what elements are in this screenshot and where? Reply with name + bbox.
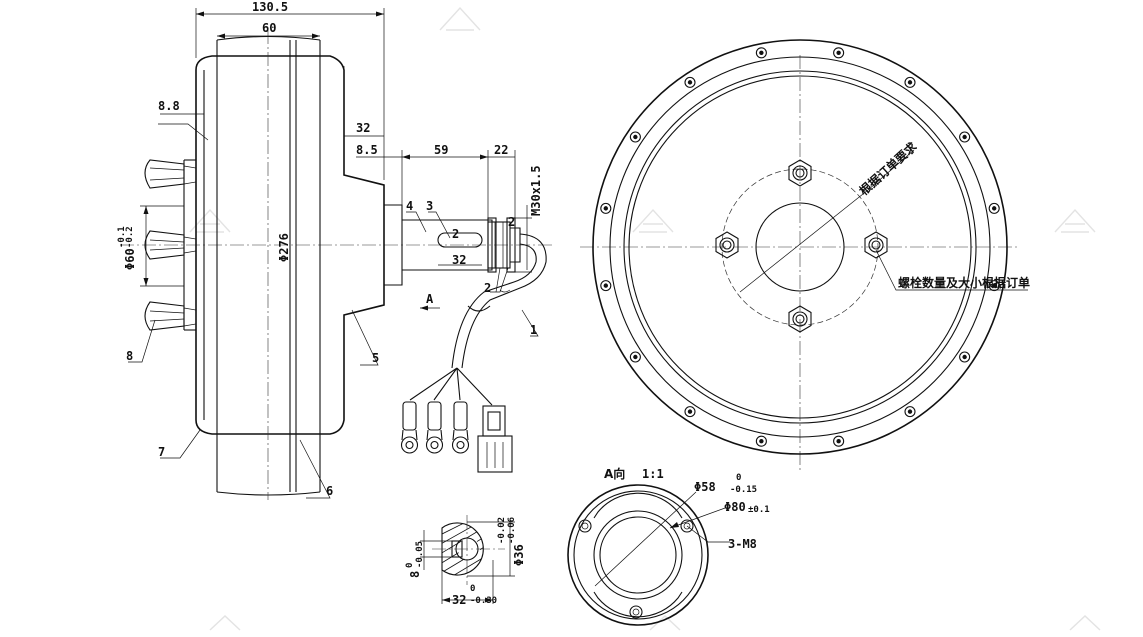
rim-bolt-icon	[684, 76, 696, 88]
rim-bolt-circle	[600, 47, 1000, 447]
dim-flange-tol-upper: -0.1	[117, 226, 127, 248]
rim-bolt-icon	[755, 435, 767, 447]
dim-shoulder: 32	[356, 121, 370, 135]
view-a-bore-tol-upper: 0	[736, 473, 741, 483]
view-a-title: A向	[604, 466, 625, 481]
ring-terminal-1	[400, 401, 419, 454]
flange-nut-bottom	[144, 301, 197, 331]
hex-nut-right	[864, 231, 888, 259]
rim-bolt-center	[687, 80, 693, 85]
section-key-tol-upper: 0	[405, 563, 415, 568]
rim-bolt-icon	[959, 131, 971, 143]
flange-nut-top	[144, 159, 197, 189]
view-a-bore-tol-lower: -0.15	[730, 485, 757, 495]
rim-bolt-icon	[904, 76, 916, 88]
view-a-bore: Φ58	[694, 480, 716, 494]
view-a-holes: 3-M8	[728, 537, 757, 551]
rim-bolt-center	[836, 50, 841, 56]
front-view: 根据订单要求 螺栓数量及大小根据订单	[580, 39, 1030, 470]
rim-bolt-icon	[833, 47, 845, 59]
dim-thread-length: 22	[494, 143, 508, 157]
hall-connector-icon	[477, 405, 513, 473]
rim-bolt-center	[991, 283, 997, 288]
hex-nut-bottom	[788, 305, 812, 333]
rim-bolt-icon	[988, 202, 1000, 214]
rim-bolt-icon	[904, 406, 916, 418]
rim-bolt-center	[759, 438, 764, 444]
view-a-pcd-tol: ±0.1	[748, 505, 770, 515]
side-view: 130.5 60 8.8 32 8.5 59 22 M30x1.5 Φ276 Φ…	[117, 0, 555, 500]
ring-terminal-3	[451, 401, 470, 454]
rim-bolt-center	[907, 80, 913, 85]
rim-bolt-center	[962, 134, 967, 140]
rim-bolt-icon	[755, 47, 767, 59]
rim-bolt-center	[991, 206, 997, 211]
rim-bolt-icon	[629, 351, 641, 363]
section-key-width: 8	[408, 571, 422, 578]
dim-hub-diameter: Φ276	[277, 233, 291, 262]
dim-key-part: 2	[452, 227, 459, 241]
dimension-lines	[128, 8, 539, 499]
part-number-7: 7	[158, 445, 165, 459]
dim-key-length: 32	[452, 253, 466, 267]
note-bolt-spec: 螺栓数量及大小根据订单	[898, 275, 1030, 290]
section-shaft-dia: Φ36	[512, 544, 526, 566]
part-number-2-upper: 2	[508, 215, 515, 229]
rim-bolt-center	[759, 50, 764, 56]
rim-bolt-icon	[629, 131, 641, 143]
rim-bolt-icon	[684, 406, 696, 418]
rim-bolt-center	[633, 134, 638, 140]
dimension-arrows	[143, 11, 488, 311]
section-shaft-tol-upper: -0.02	[497, 517, 507, 544]
dim-step: 8.5	[356, 143, 378, 157]
rim-bolt-center	[603, 206, 609, 211]
section-shaft-tol-lower: -0.06	[507, 517, 517, 544]
part-number-6: 6	[326, 484, 333, 498]
shaft-section-view: 32 0 -0.30 Φ36 -0.02 -0.06 8 0 -0.05	[405, 515, 526, 607]
rim-bolt-icon	[988, 280, 1000, 292]
hex-nut-left	[715, 231, 739, 259]
note-per-order: 根据订单要求	[856, 138, 920, 198]
watermark-logo-icon	[189, 6, 1101, 631]
rim-bolt-center	[907, 409, 913, 414]
view-a-scale: 1:1	[642, 467, 664, 481]
part-number-3: 3	[426, 199, 433, 213]
dim-shaft-length: 59	[434, 143, 448, 157]
view-a-marker: A	[426, 292, 434, 306]
rim-bolt-center	[633, 354, 638, 360]
part-number-1: 1	[530, 323, 537, 337]
part-number-5: 5	[372, 351, 379, 365]
rim-bolt-center	[603, 283, 609, 288]
dim-thread-spec: M30x1.5	[529, 165, 543, 216]
section-key-tol-lower: -0.05	[415, 541, 425, 568]
part-number-2-lower: 2	[484, 281, 491, 295]
part-number-8: 8	[126, 349, 133, 363]
rim-bolt-icon	[600, 280, 612, 292]
rim-bolt-icon	[833, 435, 845, 447]
ring-terminal-2	[425, 401, 444, 454]
dim-flange-diameter: Φ60	[123, 248, 137, 270]
dim-overall-width: 130.5	[252, 0, 288, 14]
section-af-tol-lower: -0.30	[470, 596, 497, 606]
rim-bolt-center	[687, 409, 693, 414]
view-a-detail: A向 1:1 Φ58 0 -0.15 Φ80 ±0.1 3-M8	[567, 466, 770, 626]
view-a-pcd: Φ80	[724, 500, 746, 514]
section-af-tol-upper: 0	[470, 584, 475, 594]
dim-flange-tol-lower: -0.2	[125, 226, 135, 248]
rim-bolt-center	[836, 438, 841, 444]
rim-bolt-icon	[959, 351, 971, 363]
dim-hub-width: 60	[262, 21, 276, 35]
section-across-flats: 32	[452, 593, 466, 607]
hex-nut-top	[788, 159, 812, 187]
rim-bolt-icon	[600, 202, 612, 214]
part-number-4: 4	[406, 199, 413, 213]
rim-bolt-center	[962, 354, 967, 360]
flange-nut-middle	[144, 230, 197, 260]
dim-flange-offset: 8.8	[158, 99, 180, 113]
